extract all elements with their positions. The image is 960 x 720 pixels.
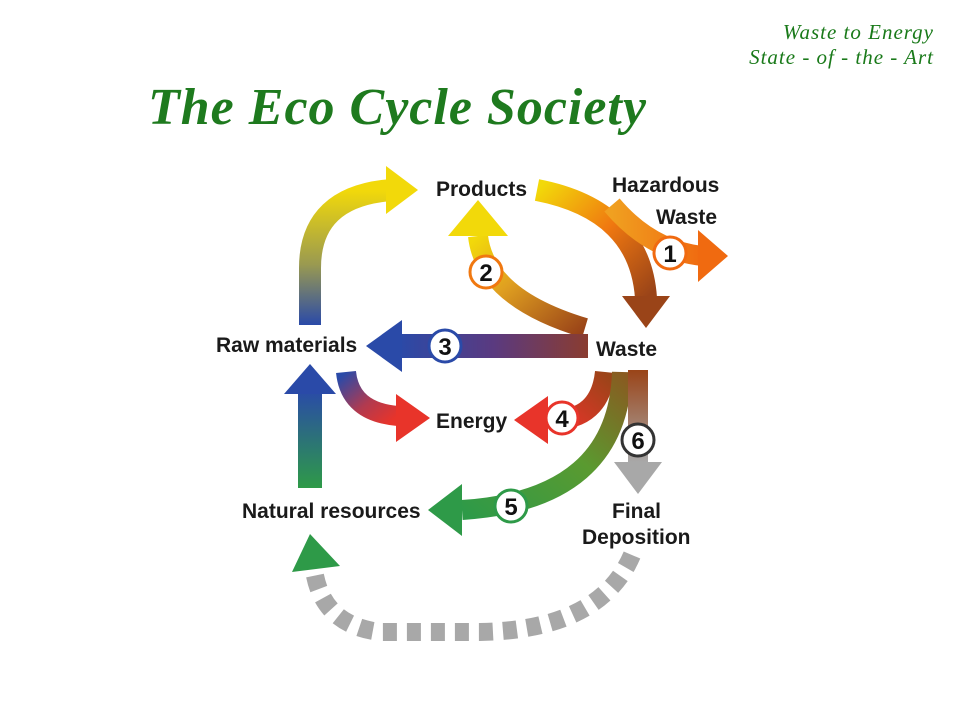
step-badge-2: 2 <box>468 254 504 290</box>
arrow-final-to-natural-dashed <box>292 534 641 641</box>
arrow-raw-to-energy <box>336 370 430 442</box>
step-badge-3: 3 <box>427 328 463 364</box>
subtitle-line-2: State - of - the - Art <box>749 45 934 69</box>
step-badge-1: 1 <box>652 235 688 271</box>
label-natural-resources: Natural resources <box>242 500 421 523</box>
step-number-6: 6 <box>631 428 644 455</box>
subtitle-line-1: Waste to Energy <box>782 20 934 44</box>
arrow-products-to-waste <box>534 179 670 328</box>
label-hazardous: Hazardous <box>612 174 719 197</box>
arrow-raw-to-products <box>299 166 418 325</box>
step-number-4: 4 <box>555 406 569 433</box>
label-energy: Energy <box>436 410 508 433</box>
step-number-1: 1 <box>663 241 676 268</box>
step-number-2: 2 <box>479 260 492 287</box>
arrow-waste-to-products <box>448 200 588 338</box>
step-badge-4: 4 <box>544 400 580 436</box>
step-number-5: 5 <box>504 494 517 521</box>
arrow-hazardous-waste <box>604 198 728 282</box>
arrow-natural-to-raw <box>284 364 336 488</box>
label-products: Products <box>436 178 527 201</box>
header-subtitle: Waste to Energy State - of - the - Art <box>749 20 934 70</box>
label-final: Final <box>612 500 661 523</box>
step-badge-6: 6 <box>620 422 656 458</box>
label-waste: Waste <box>596 338 657 361</box>
label-raw-materials: Raw materials <box>216 334 357 357</box>
step-number-3: 3 <box>438 334 451 361</box>
label-hazardous-waste: Waste <box>656 206 717 229</box>
label-deposition: Deposition <box>582 526 691 549</box>
step-badge-5: 5 <box>493 488 529 524</box>
page-title: The Eco Cycle Society <box>148 79 647 136</box>
